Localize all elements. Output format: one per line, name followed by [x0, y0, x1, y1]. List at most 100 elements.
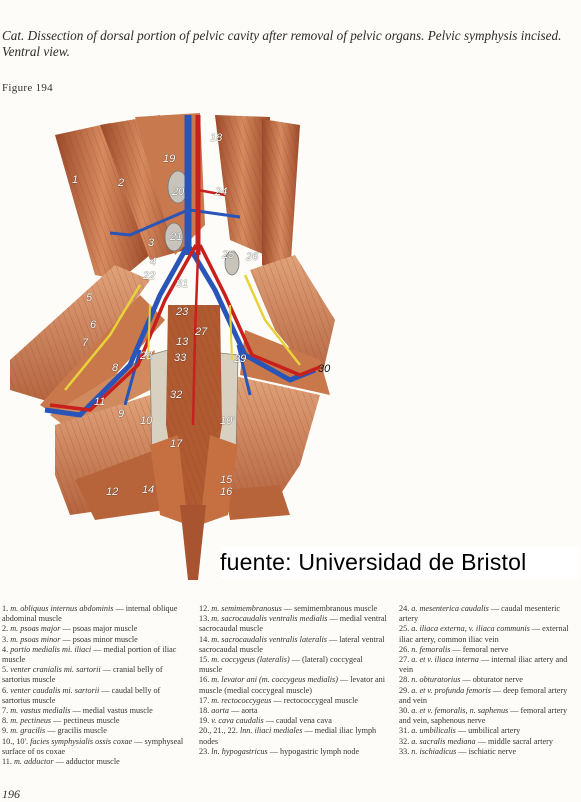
legend-latin-term: venter cranialis mi. sartorii	[10, 665, 101, 675]
legend-column-3: 24. a. mesenterica caudalis — caudal mes…	[399, 604, 579, 757]
plate-label: 4	[150, 256, 157, 268]
legend-entry: 24. a. mesenterica caudalis — caudal mes…	[399, 604, 579, 624]
plate-label: 20	[172, 186, 185, 198]
legend-number: 6.	[2, 685, 11, 695]
legend-english-term: — aorta	[229, 706, 258, 716]
legend-entry: 5. venter cranialis mi. sartorii — crani…	[2, 665, 190, 685]
legend-entry: 3. m. psoas minor — psoas minor muscle	[2, 635, 190, 645]
legend-latin-term: portio medialis mi. iliaci	[10, 644, 92, 654]
legend-entry: 15. m. coccygeus (lateralis) — (lateral)…	[199, 655, 387, 675]
legend-number: 29.	[399, 685, 412, 695]
legend-number: 24.	[399, 604, 412, 613]
legend-number: 30.	[399, 706, 412, 716]
legend-latin-term: m. adductor	[13, 757, 54, 767]
legend-entry: 2. m. psoas major — psoas major muscle	[2, 624, 190, 634]
legend-entry: 33. n. ischiadicus — ischiatic nerve	[399, 747, 579, 757]
lymph-node-21	[164, 222, 184, 252]
legend-english-term: — rectococcygeal muscle	[271, 695, 359, 705]
legend-number: 1.	[2, 604, 11, 613]
legend-number: 19.	[199, 716, 212, 726]
obturator-nerve-right	[229, 304, 233, 361]
legend-number: 20., 21., 22.	[199, 726, 240, 736]
plate-label: 12	[106, 486, 119, 498]
plate-label: 27	[195, 326, 208, 338]
plate-label: 7	[82, 337, 89, 349]
caudal-mesenteric-artery	[197, 188, 226, 197]
tail	[180, 505, 206, 580]
plate-label: 29	[234, 353, 247, 365]
legend-number: 13.	[199, 614, 212, 624]
legend-column-1: 1. m. obliquus internus abdominis — inte…	[2, 604, 190, 767]
legend-entry: 28. n. obturatorius — obturator nerve	[399, 675, 579, 685]
legend-latin-term: aorta	[211, 706, 230, 716]
legend-english-term: — femoral artery and vein, saphenous ner…	[399, 706, 568, 726]
legend-number: 31.	[399, 726, 412, 736]
legend-entry: 13. m. sacrocaudalis ventralis medialis …	[199, 614, 387, 634]
plate-label: 26	[246, 251, 259, 263]
coccygeal-muscle-left	[150, 435, 188, 525]
legend-english-term: — psoas major muscle	[60, 624, 138, 634]
figure-label: Figure 194	[2, 82, 53, 94]
legend-english-term: — lateral ventral sacrocaudal muscle	[199, 634, 385, 654]
source-watermark: fuente: Universidad de Bristol	[220, 546, 580, 578]
plate-label: 10	[140, 415, 153, 427]
vastus-muscle-right	[240, 330, 330, 395]
legend-entry: 1. m. obliquus internus abdominis — inte…	[2, 604, 190, 624]
legend-latin-term: a. sacralis mediana	[411, 736, 476, 746]
legend-latin-term: m. gracilis	[10, 726, 46, 736]
figure-caption: Cat. Dissection of dorsal portion of pel…	[2, 28, 562, 59]
legend-latin-term: m. pectineus	[10, 716, 52, 726]
legend-number: 8.	[2, 716, 11, 726]
plate-label: 15	[220, 474, 233, 486]
legend-english-term: — medial iliac lymph nodes	[199, 726, 377, 746]
legend-number: 2.	[2, 624, 11, 634]
legend-number: 33.	[399, 746, 412, 756]
legend-english-term: — femoral nerve	[450, 644, 509, 654]
legend-entry: 25. a. iliaca externa, v. iliaca communi…	[399, 624, 579, 644]
legend-english-term: — hypogastric lymph node	[267, 746, 360, 756]
plate-label: 9	[118, 408, 125, 420]
mesenteric-vein	[109, 208, 189, 237]
legend-entry: 14. m. sacrocaudalis ventralis lateralis…	[199, 635, 387, 655]
legend-english-term: — adductor muscle	[53, 757, 120, 767]
iliac-vein-left	[44, 243, 191, 418]
legend-latin-term: m. levator ani (m. coccygeus medialis)	[211, 675, 338, 685]
femoral-nerve-left	[64, 284, 142, 391]
legend-number: 4.	[2, 644, 11, 654]
external-iliac-artery-right	[198, 244, 321, 377]
legend-number: 32.	[399, 736, 412, 746]
legend-number: 5.	[2, 665, 11, 675]
legend-english-term: — caudal belly of sartorius muscle	[2, 685, 161, 705]
plate-label: 18	[210, 132, 223, 144]
obturator-nerve-left	[147, 304, 151, 361]
legend-latin-term: m. psoas major	[10, 624, 61, 634]
legend-english-term: — medial vastus muscle	[70, 706, 153, 716]
legend-entry: 31. a. umbilicalis — umbilical artery	[399, 726, 579, 736]
legend-english-term: — medial ventral sacrocaudal muscle	[199, 614, 387, 634]
legend-latin-term: m. psoas minor	[10, 634, 61, 644]
legend-latin-term: m. sacrocaudalis ventralis medialis	[211, 614, 328, 624]
legend-english-term: — internal iliac artery and vein	[399, 655, 568, 675]
legend-latin-term: a. umbilicalis	[411, 726, 456, 736]
legend-entry: 29. a. et v. profunda femoris — deep fem…	[399, 686, 579, 706]
legend-latin-term: a. et v. profunda femoris	[411, 685, 491, 695]
legend-number: 12.	[199, 604, 212, 613]
legend-english-term: — external iliac artery, common iliac ve…	[399, 624, 569, 644]
legend-english-term: — deep femoral artery and vein	[399, 685, 568, 705]
plate-label: 10'	[220, 415, 235, 427]
iliac-vein-right	[185, 243, 316, 383]
legend-number: 3.	[2, 634, 11, 644]
legend-number: 17.	[199, 695, 212, 705]
legend-number: 28.	[399, 675, 412, 685]
deep-femoral-vein-right	[236, 344, 252, 396]
legend-latin-term: n. femoralis	[411, 644, 451, 654]
plate-label: 21	[170, 231, 183, 243]
legend-number: 10., 10'.	[2, 736, 31, 746]
internal-iliac-artery	[191, 254, 200, 426]
plate-label: 6	[90, 319, 97, 331]
legend-entry: 32. a. sacralis mediana — middle sacral …	[399, 737, 579, 747]
plate-label: 14	[142, 484, 155, 496]
lymph-node-25	[224, 250, 240, 276]
plate-label: 24	[215, 186, 228, 198]
plate-label: 3	[148, 237, 155, 249]
